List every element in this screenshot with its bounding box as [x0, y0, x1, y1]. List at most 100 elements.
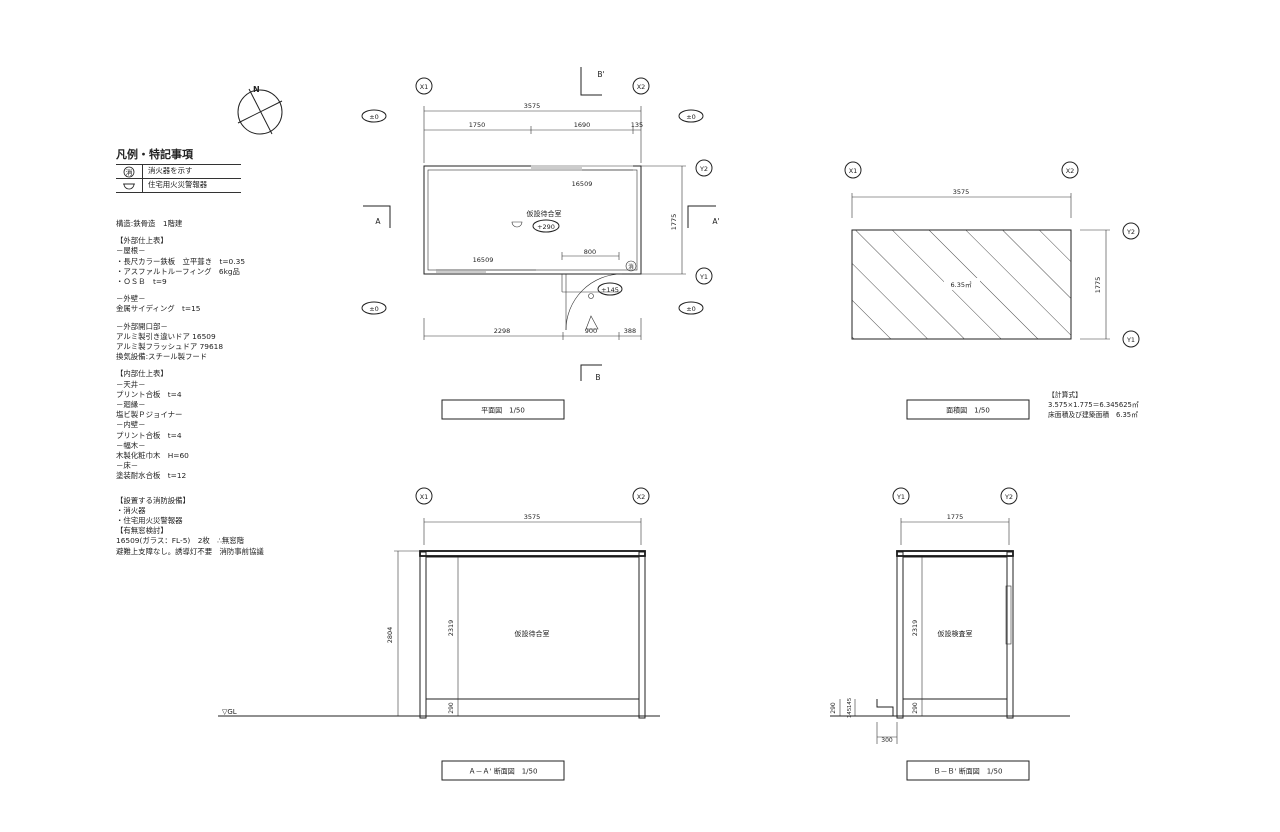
section-aa: X1 X2 3575 仮設待合室 2804 2319 — [218, 487, 660, 781]
plan-inner-wall — [427, 169, 638, 271]
dim-segment: 388 — [624, 327, 636, 335]
svg-text:X1: X1 — [420, 83, 429, 91]
calc-result: 床面積及び建築面積 6.35㎡ — [1048, 410, 1138, 419]
compass-cross — [237, 100, 283, 124]
note-line: －外部開口部－ — [116, 321, 168, 331]
room-name: 仮設待合室 — [527, 209, 562, 218]
svg-text:±0: ±0 — [686, 113, 696, 121]
note-line: 構造:鉄骨造 1階建 — [116, 219, 183, 228]
room-interior — [425, 556, 640, 700]
svg-text:+145: +145 — [601, 286, 619, 294]
legend-label: 住宅用火災警報器 — [148, 180, 208, 190]
fire-notes: 【設置する消防設備】 ・消火器 ・住宅用火災警報器 【有無窓検討】 16509(… — [116, 496, 296, 557]
svg-text:±0: ±0 — [369, 305, 379, 313]
svg-text:平面図 1/50: 平面図 1/50 — [481, 407, 525, 415]
room-interior — [902, 556, 1008, 700]
note-line: アルミ製引き違いドア 16509 — [116, 331, 216, 341]
svg-text:X1: X1 — [849, 167, 858, 175]
level-marker: ±0 — [678, 109, 704, 123]
window-label: 16509 — [572, 180, 593, 188]
svg-text:消: 消 — [126, 167, 133, 176]
exterior-notes: 【外部仕上表】 －屋根－ ・長尺カラー鉄板 立平葺き t=0.35 ・アスファル… — [116, 236, 296, 287]
grid-bubble-x1: X1 — [415, 77, 433, 95]
note-line: ・アスファルトルーフィング 6kg品 — [116, 266, 240, 276]
note-line: 木製化粧巾木 H=60 — [116, 451, 189, 461]
legend-row-extinguisher: 消 消火器を示す — [116, 165, 241, 179]
wall-right — [1006, 551, 1014, 719]
section-marker-a: A — [363, 205, 391, 228]
calc-line: 3.575×1.775＝6.345625㎡ — [1048, 400, 1139, 409]
interior-notes: 【内部仕上表】 －天井－ プリント合板 t=4 －廻縁－ 塩ビ製Ｐジョイナー －… — [116, 369, 296, 481]
dim-segment: 2298 — [494, 327, 511, 335]
svg-text:3575: 3575 — [524, 513, 541, 521]
note-line: 【有無窓検討】 — [116, 526, 168, 536]
alarm-icon — [116, 179, 143, 192]
room-name: 仮設検査室 — [938, 629, 973, 638]
area-depth-dim: 1775 — [1080, 229, 1110, 340]
section-bb: Y1 Y2 1775 仮設検査室 2319 290 290 — [830, 487, 1070, 781]
note-line: 塩ビ製Ｐジョイナー — [116, 410, 183, 420]
svg-text:消: 消 — [628, 263, 634, 271]
note-line: プリント合板 t=4 — [116, 389, 182, 399]
section-bb-caption: Ｂ－Ｂ' 断面図 1/50 — [906, 760, 1030, 781]
wall-left — [419, 551, 427, 719]
note-line: －屋根－ — [116, 246, 146, 256]
dim-segment: 900 — [585, 327, 597, 335]
door-swing: 800 — [561, 248, 623, 331]
svg-text:3575: 3575 — [953, 188, 970, 196]
area-width-dim: 3575 — [851, 188, 1072, 218]
note-line: －廻縁－ — [116, 400, 146, 410]
note-line: ・ＯＳＢ t=9 — [116, 277, 167, 287]
entry-step — [876, 699, 894, 716]
wall-notes: －外壁－ 金属サイディング t=15 — [116, 294, 296, 314]
legend-table: 消 消火器を示す 住宅用火災警報器 — [116, 164, 241, 193]
dim-segment: 1690 — [574, 121, 591, 129]
section-aa-caption: Ａ－Ａ' 断面図 1/50 — [441, 760, 565, 781]
section-marker-b: B — [580, 364, 602, 382]
note-line: －内壁－ — [116, 420, 146, 430]
section-width-dim: 1775 — [900, 513, 1010, 545]
svg-text:Ａ－Ａ' 断面図 1/50: Ａ－Ａ' 断面図 1/50 — [469, 767, 538, 776]
window-top: 16509 — [531, 164, 633, 188]
gl-label: ▽GL — [222, 708, 237, 716]
door-dim: 800 — [584, 248, 596, 256]
svg-text:2319: 2319 — [911, 620, 919, 637]
area-diagram: X1 X2 Y2 Y1 3575 1775 6.35㎡ — [844, 161, 1140, 420]
entry-arrow-icon — [585, 315, 599, 330]
area-label-bg — [944, 278, 980, 290]
grid-bubble-y2: Y2 — [1122, 222, 1140, 240]
ceiling-height-dim: 2319 — [911, 557, 923, 699]
grid-bubble-x2: X2 — [632, 487, 650, 505]
dim-segment: 135 — [631, 121, 643, 129]
note-line: 避難上支障なし。誘導灯不要 消防事前協議 — [116, 546, 264, 556]
roof-slab — [896, 550, 1014, 557]
section-marker-b2: B' — [580, 67, 605, 96]
svg-text:Y1: Y1 — [699, 273, 708, 281]
note-line: 換気設備:スチール製フード — [116, 352, 208, 362]
grid-bubble-x2: X2 — [632, 77, 650, 95]
dimension-bottom: 2298 900 388 — [423, 318, 642, 340]
note-line: 金属サイディング t=15 — [116, 304, 201, 314]
room-name: 仮設待合室 — [515, 629, 550, 638]
note-line: 16509(ガラス：FL-5) 2枚 ∴無窓階 — [116, 536, 245, 546]
svg-text:290: 290 — [830, 702, 837, 714]
dimension-top: 3575 1750 1690 135 — [423, 102, 643, 163]
door-level: +145 — [597, 282, 623, 296]
extinguisher-icon: 消 — [625, 260, 637, 272]
section-marker-a2: A' — [687, 205, 720, 228]
svg-text:145: 145 — [847, 707, 853, 718]
svg-text:B': B' — [597, 70, 604, 79]
svg-text:Y2: Y2 — [1126, 228, 1135, 236]
grid-bubble-y1: Y1 — [1122, 330, 1140, 348]
window-bottom: 16509 — [436, 256, 536, 273]
note-line: ・住宅用火災警報器 — [116, 516, 183, 526]
plan-caption: 平面図 1/50 — [441, 399, 565, 420]
note-line: －天井－ — [116, 379, 146, 389]
opening-notes: －外部開口部－ アルミ製引き違いドア 16509 アルミ製フラッシュドア 796… — [116, 322, 296, 363]
wall-right — [638, 551, 646, 719]
roof-slab — [419, 550, 646, 557]
section-height-dim: 2804 — [386, 550, 420, 716]
svg-text:1775: 1775 — [670, 214, 678, 231]
level-marker: ±0 — [678, 301, 704, 315]
